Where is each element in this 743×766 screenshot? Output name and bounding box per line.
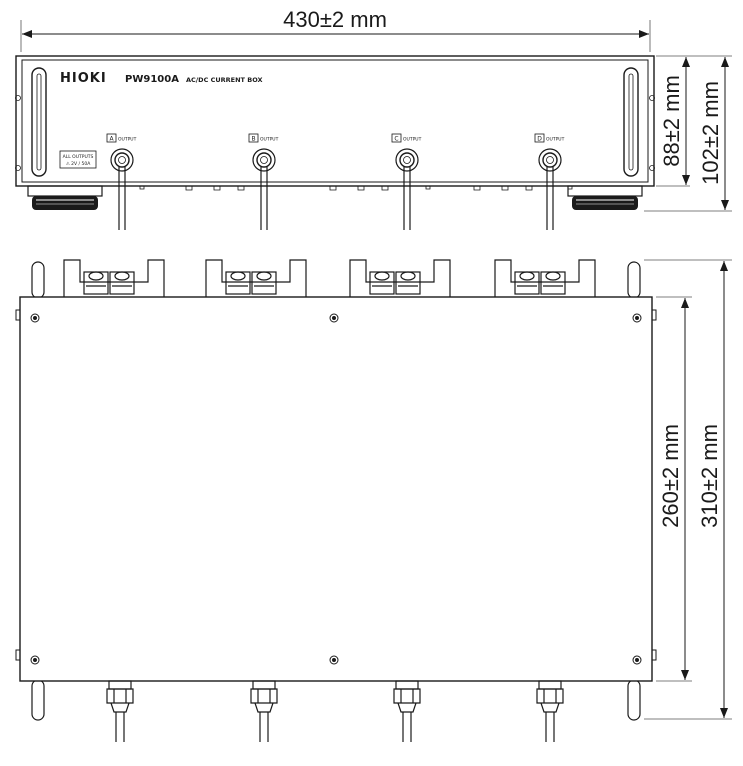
bottom-terminals [139,186,573,191]
front-foot-right [567,185,643,210]
output-b-label: OUTPUT [260,137,279,143]
front-height-label: 88±2 mm [659,75,684,167]
output-a-connector: A OUTPUT [106,133,137,230]
product-name-label: AC/DC CURRENT BOX [186,76,263,84]
top-view [15,259,657,742]
cable-glands [106,680,564,742]
top-view-body [19,296,653,682]
rating-line1: ALL OUTPUTS [63,154,94,160]
output-b-letter: B [251,136,255,143]
total-height-label: 102±2 mm [698,81,723,185]
body-depth-label: 260±2 mm [658,424,683,528]
right-handle [623,67,639,177]
cover-screws [30,313,642,665]
output-d-letter: D [537,136,542,143]
output-c-label: OUTPUT [403,137,422,143]
width-label: 430±2 mm [283,7,387,32]
model-label: PW9100A [125,74,179,85]
depth-dimensions: 260±2 mm 310±2 mm [644,259,732,720]
output-c-letter: C [394,136,398,143]
output-d-connector: D OUTPUT [534,133,565,230]
front-panel-outer [15,55,655,187]
output-b-connector: B OUTPUT [248,133,279,230]
output-d-label: OUTPUT [546,137,565,143]
rating-line2: ⚠ 2V / 50A [66,161,92,167]
rating-plate [59,150,97,169]
height-dimensions: 88±2 mm 102±2 mm [644,55,732,212]
front-foot-left [27,185,103,210]
front-panel-inner [21,59,649,183]
brand-logo: HIOKI [60,71,107,86]
rear-terminals [63,259,596,297]
left-handle [31,67,47,177]
output-a-letter: A [109,136,114,143]
output-c-connector: C OUTPUT [391,133,422,230]
total-depth-label: 310±2 mm [697,424,722,528]
output-a-label: OUTPUT [118,137,137,143]
front-view: HIOKI PW9100A AC/DC CURRENT BOX ALL OUTP… [15,55,655,230]
width-dimension: 430±2 mm [20,7,651,52]
